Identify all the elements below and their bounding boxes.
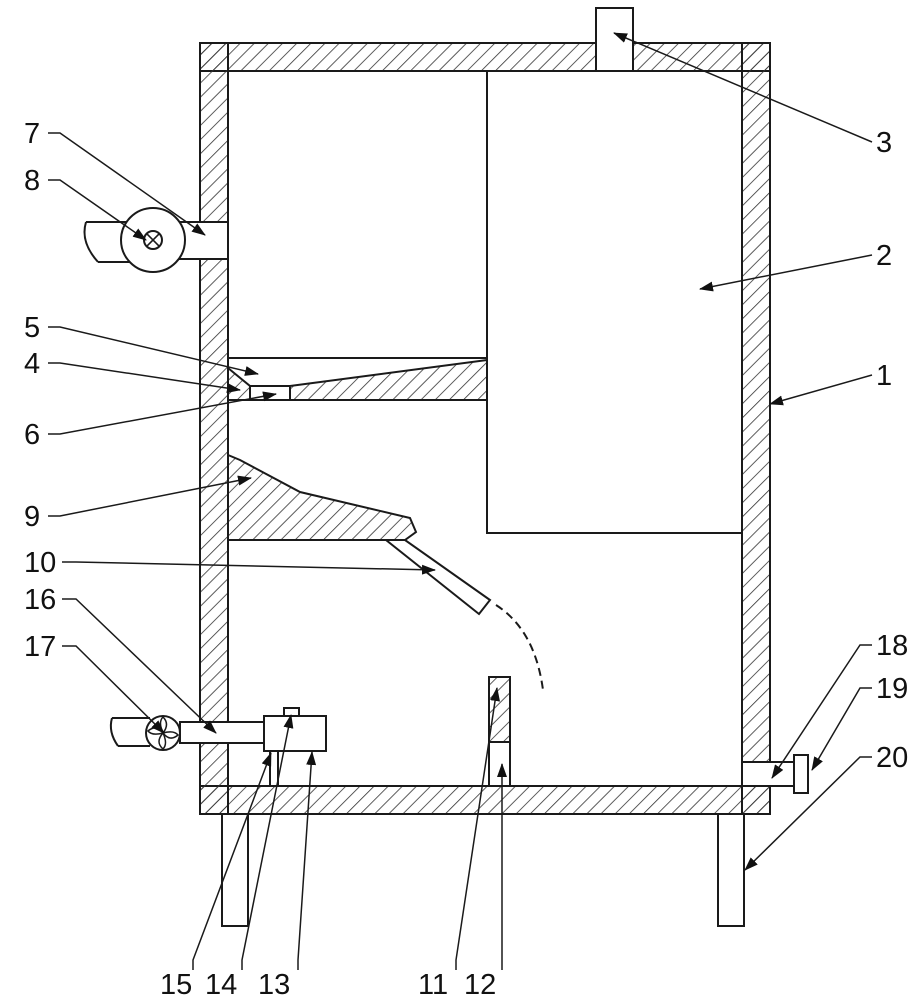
label-17: 17 <box>24 631 56 663</box>
collection-box <box>263 715 327 752</box>
leader-16 <box>62 598 217 734</box>
leader-1 <box>769 374 873 406</box>
leader-4 <box>48 362 241 394</box>
top-inlet <box>595 7 634 72</box>
leader-7 <box>48 132 206 236</box>
leader-2 <box>699 254 873 292</box>
housing-right-wall <box>741 42 771 815</box>
outlet-valve <box>793 754 809 794</box>
lower-pipe-break <box>109 717 119 747</box>
leader-13 <box>297 751 317 970</box>
label-5: 5 <box>24 312 40 344</box>
housing-top-wall <box>199 42 771 72</box>
label-13: 13 <box>258 969 290 1000</box>
upper-pipe-break <box>83 221 99 263</box>
label-6: 6 <box>24 419 40 451</box>
label-8: 8 <box>24 165 40 197</box>
label-20: 20 <box>876 742 908 774</box>
leg-right <box>717 813 745 927</box>
housing-bottom-wall <box>199 785 771 815</box>
tray-wedge <box>289 358 488 401</box>
leader-8 <box>48 179 147 241</box>
upper-valve-cross <box>146 233 160 247</box>
lower-pipe-inlet <box>179 721 265 744</box>
label-2: 2 <box>876 240 892 272</box>
leader-6 <box>48 391 277 435</box>
leader-3 <box>613 32 873 143</box>
leader-20 <box>744 756 872 871</box>
fall-trajectory <box>495 604 544 691</box>
label-15: 15 <box>160 969 192 1000</box>
part-labels: 3 2 1 7 8 5 4 6 9 10 16 17 18 19 20 15 1… <box>24 118 908 1001</box>
label-10: 10 <box>24 547 56 579</box>
box-stand <box>269 750 279 787</box>
leader-11 <box>455 687 501 970</box>
leader-14 <box>241 714 294 970</box>
label-16: 16 <box>24 584 56 616</box>
sloped-plate <box>227 453 418 541</box>
label-18: 18 <box>876 630 908 662</box>
leader-18 <box>771 644 872 779</box>
housing-left-wall <box>199 42 229 815</box>
tray-left-lip <box>227 365 251 401</box>
leader-10 <box>62 561 436 575</box>
inner-chamber <box>486 70 743 534</box>
label-7: 7 <box>24 118 40 150</box>
label-3: 3 <box>876 127 892 159</box>
upper-tray <box>227 357 488 401</box>
leader-9 <box>48 475 252 517</box>
outlet <box>741 754 809 794</box>
baffle-support <box>488 741 511 787</box>
sloped-plate-body <box>227 453 418 541</box>
label-12: 12 <box>464 969 496 1000</box>
label-11: 11 <box>418 969 448 1000</box>
leader-17 <box>62 645 165 734</box>
leader-5 <box>48 326 259 376</box>
label-4: 4 <box>24 348 40 380</box>
leg-left <box>221 813 249 927</box>
leader-19 <box>811 687 872 771</box>
label-1: 1 <box>876 360 892 392</box>
legs <box>221 813 745 927</box>
leader-15 <box>192 752 272 970</box>
baffle-top <box>488 676 511 743</box>
housing <box>199 42 771 815</box>
baffle <box>488 676 511 787</box>
leader-lines <box>48 32 873 970</box>
label-14: 14 <box>205 969 237 1000</box>
label-19: 19 <box>876 673 908 705</box>
box-knob <box>283 707 300 717</box>
chute <box>383 539 492 616</box>
outlet-pipe <box>741 761 795 787</box>
label-9: 9 <box>24 501 40 533</box>
